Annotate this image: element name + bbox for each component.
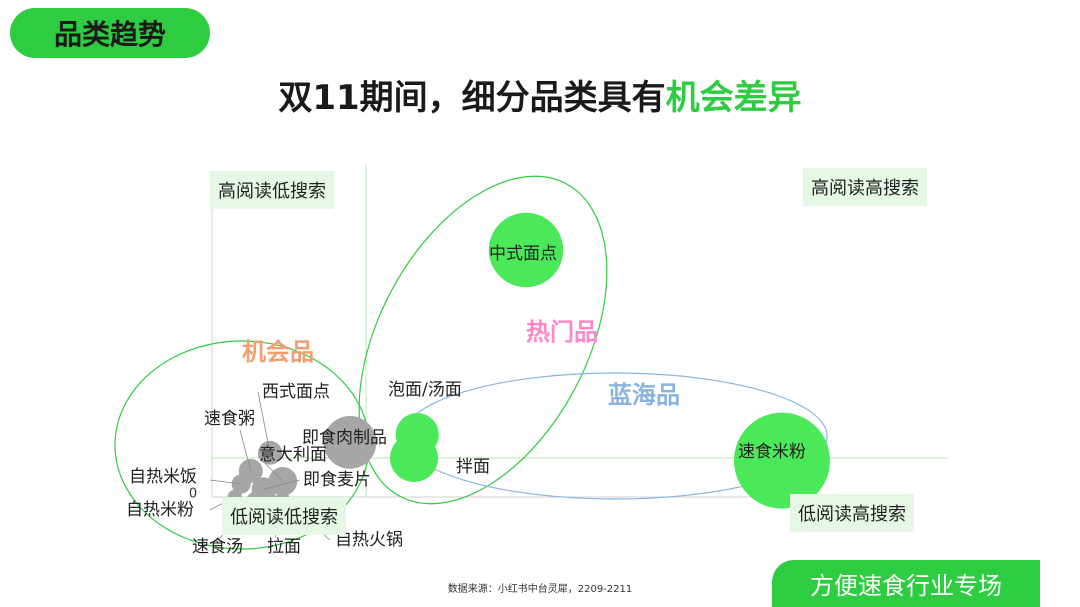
bubble-4 [323,416,377,469]
leader-line-6 [239,429,252,472]
quadrant-label-bottom-left: 低阅读低搜索 [222,497,346,535]
bubble-label-8: 即食麦片 [303,470,371,490]
bubble-label-9: 自热米饭 [129,467,197,487]
footer-tag: 方便速食行业专场 [772,560,1040,607]
quadrant-label-top-left: 高阅读低搜索 [210,171,334,209]
section-tag: 品类趋势 [10,8,210,58]
leader-line-7 [257,455,284,482]
bubble-0 [488,212,564,288]
leader-line-9 [209,479,242,485]
bubble-label-11: 速食汤 [192,537,243,557]
quadrant-label-top-right: 高阅读高搜索 [803,168,927,206]
bubble-label-10: 自热米粉 [126,500,194,520]
bubble-label-12: 拉面 [267,537,301,557]
bubble-label-4: 即食肉制品 [302,428,387,448]
title-highlight: 机会差异 [665,78,802,118]
quadrant-label-bottom-right: 低阅读高搜索 [790,494,914,532]
bubble-label-6: 速食粥 [204,409,255,429]
title-prefix: 双11期间，细分品类具有 [278,78,666,118]
bubble-label-5: 西式面点 [262,382,330,402]
page-title: 双11期间，细分品类具有机会差异 [0,70,1080,119]
bubble-label-13: 自热火锅 [335,530,403,550]
bubble-3 [390,434,438,482]
group-label-blue-ocean: 蓝海品 [608,381,680,409]
bubble-1 [734,412,830,509]
bubble-label-2: 泡面/汤面 [388,380,462,400]
leader-line-8 [263,479,301,490]
leader-line-5 [257,391,271,453]
group-ellipse-hot [358,175,608,505]
data-source: 数据来源：小红书中台灵犀，2209-2211 [447,584,633,595]
bubble-label-7: 意大利面 [259,445,327,465]
group-label-opportunity: 机会品 [242,338,314,366]
bubble-label-3: 拌面 [456,457,490,477]
bubble-label-0: 中式面点 [489,244,557,264]
bubble-label-1: 速食米粉 [738,442,806,462]
axis-zero-tick: 0 [189,487,197,502]
group-label-hot: 热门品 [526,318,598,346]
